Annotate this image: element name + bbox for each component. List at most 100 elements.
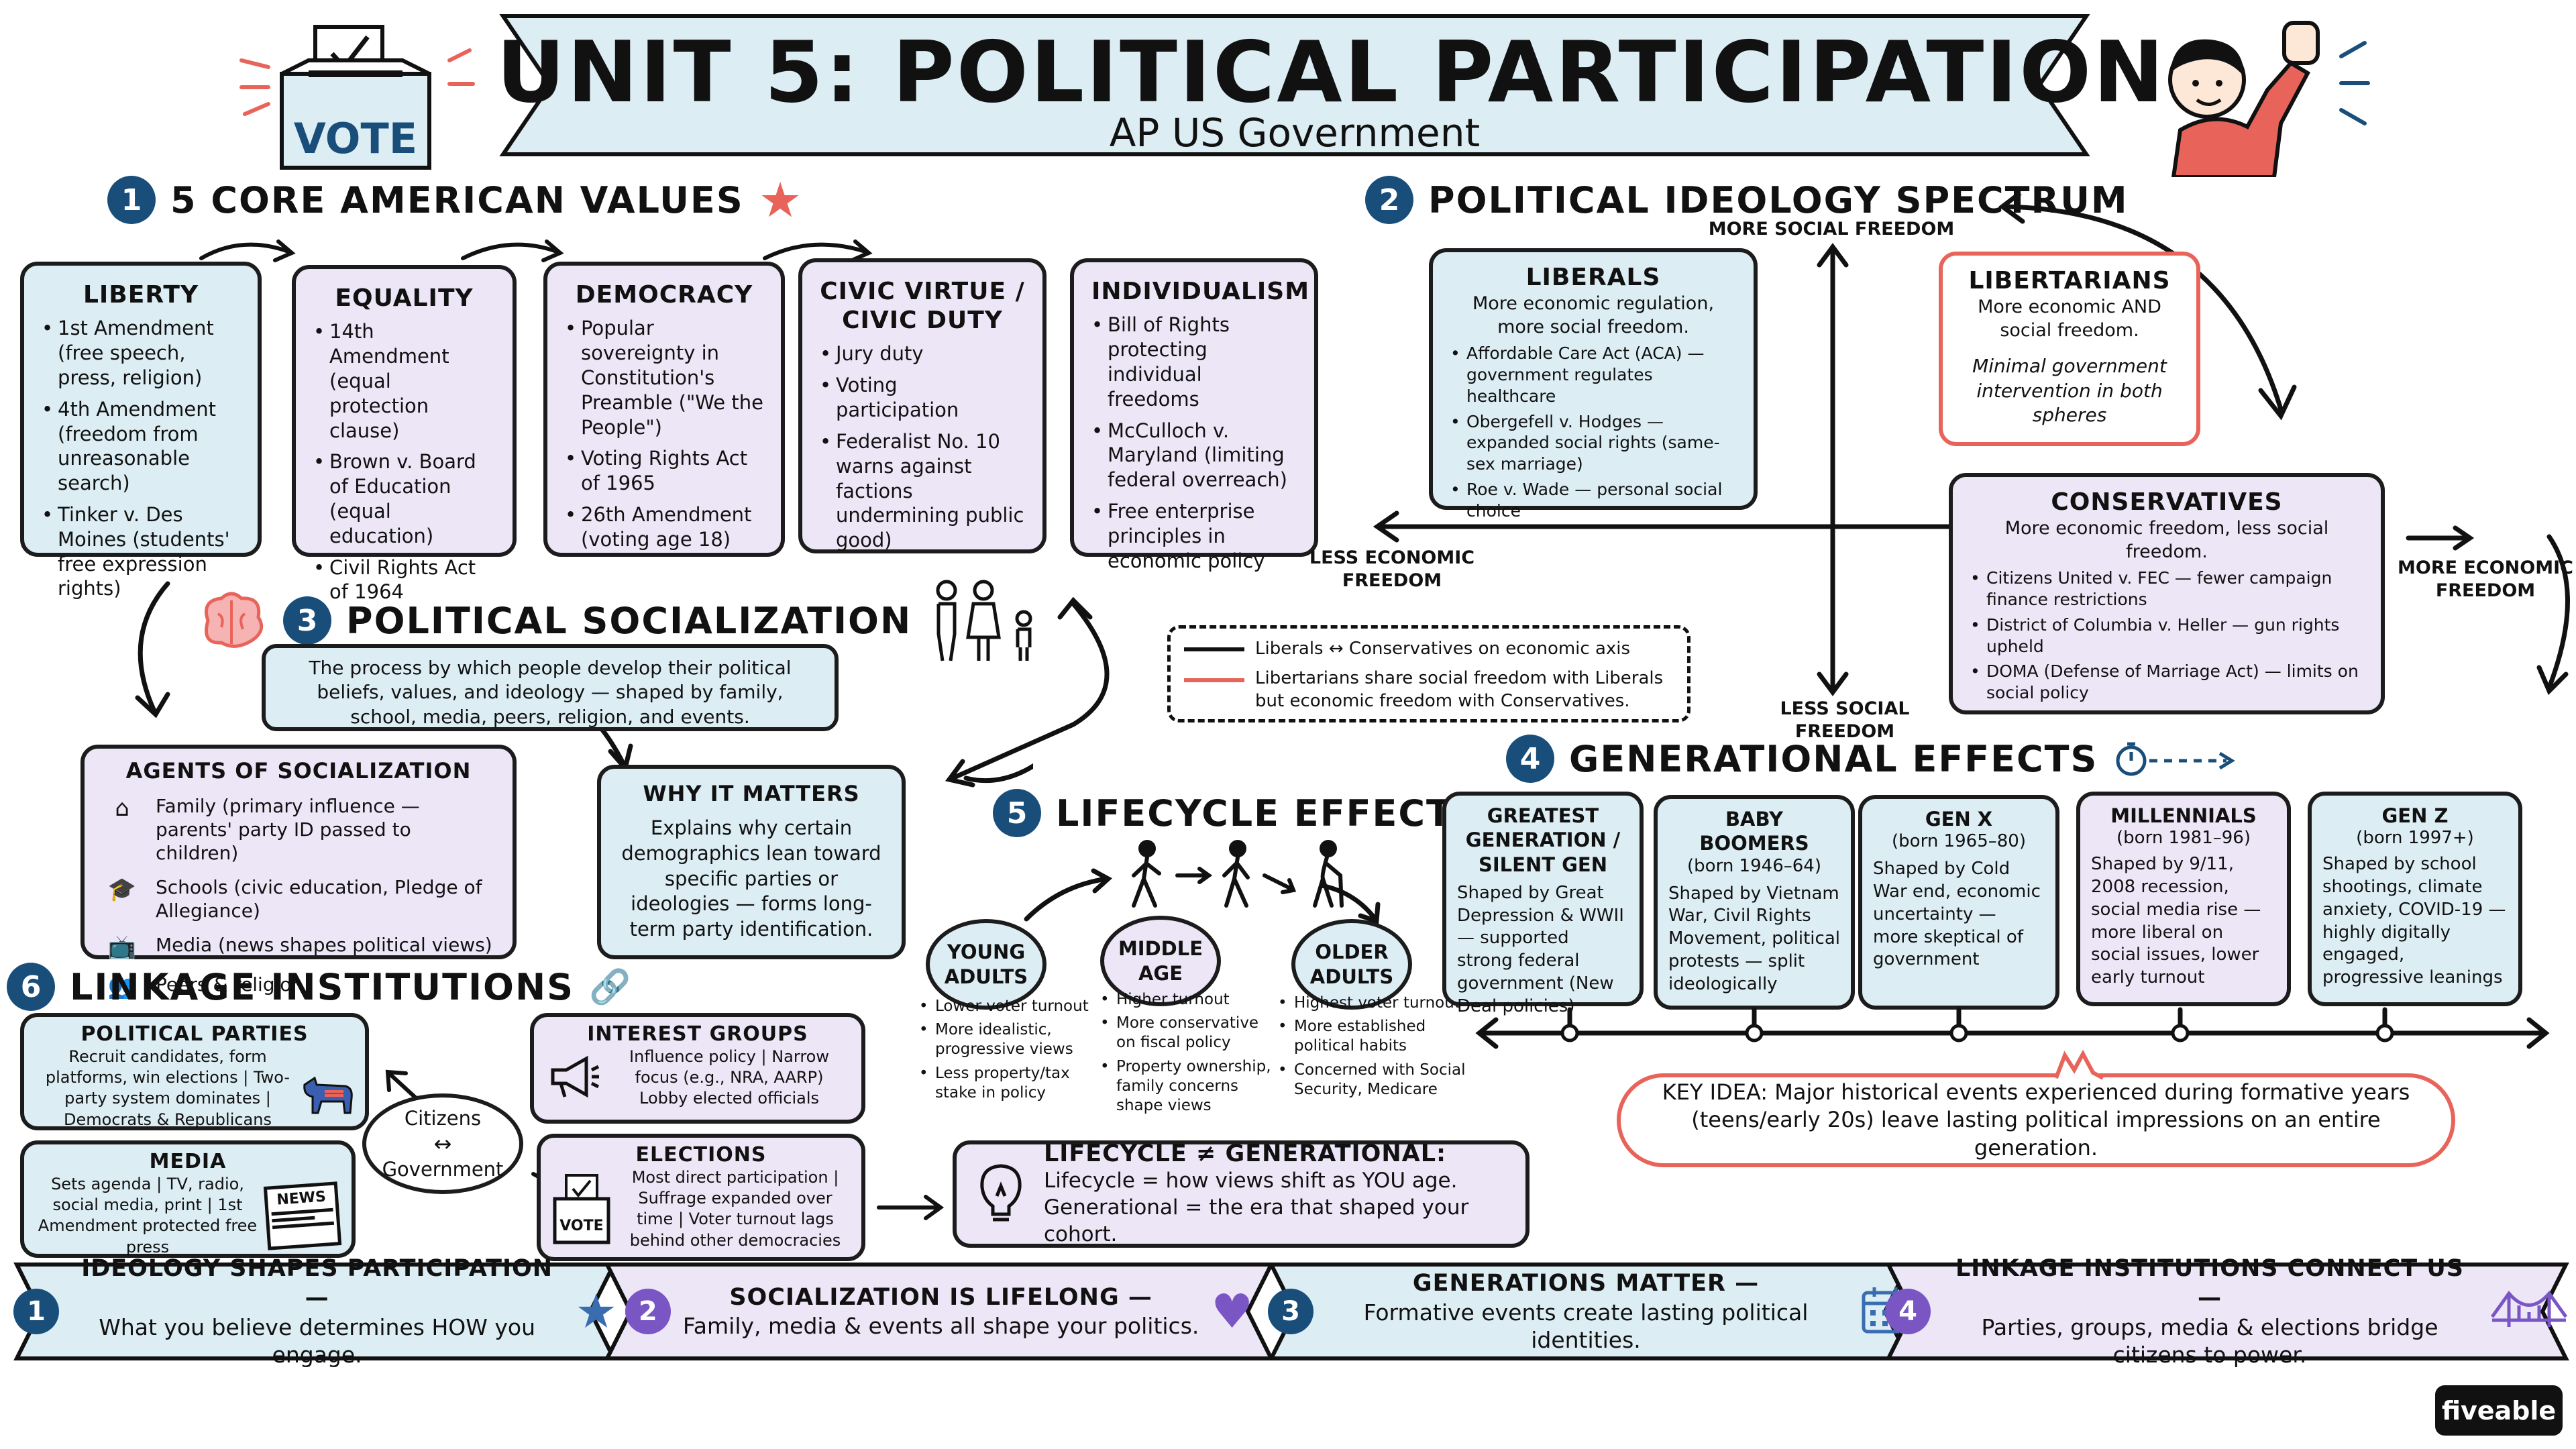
section-2-number: 2	[1365, 176, 1413, 224]
agent-text: Media (news shapes political views)	[156, 934, 492, 957]
legend-item: Libertarians share social freedom with L…	[1255, 667, 1664, 711]
takeaway-2: 2 SOCIALIZATION IS LIFELONG — Family, me…	[604, 1261, 1275, 1362]
linkage-card-elections: ELECTIONS VOTE Most direct participation…	[537, 1134, 865, 1261]
value-card-title: CIVIC VIRTUE / CIVIC DUTY	[820, 278, 1025, 335]
compare-line: Lifecycle = how views shift as YOU age.	[1044, 1168, 1458, 1193]
value-card-title: INDIVIDUALISM	[1091, 278, 1310, 305]
middle-age-list: Higher turnout More conservative on fisc…	[1100, 986, 1278, 1116]
value-card-equality: EQUALITY 14th Amendment (equal protectio…	[292, 265, 517, 603]
cross-section-arrow	[945, 596, 1110, 788]
value-card-liberty: LIBERTY 1st Amendment (free speech, pres…	[20, 262, 262, 600]
takeaway-text: Formative events create lasting politica…	[1363, 1299, 1809, 1353]
lifecycle-stage-young-adults: YOUNG ADULTS	[926, 919, 1046, 1010]
generation-card-millennials: MILLENNIALS (born 1981–96) Shaped by 9/1…	[2076, 792, 2291, 1006]
generation-years: (born 1946–64)	[1687, 855, 1821, 876]
value-arrows	[199, 239, 873, 262]
key-idea-callout: KEY IDEA: Major historical events experi…	[1617, 1073, 2455, 1167]
linkage-title: INTEREST GROUPS	[587, 1022, 808, 1046]
value-card-title: LIBERTY	[83, 281, 199, 309]
agent-media: 📺 Media (news shapes political views)	[101, 933, 496, 962]
brain-icon	[195, 590, 268, 651]
takeaway-4: 4 LINKAGE INSTITUTIONS CONNECT US — Part…	[1885, 1255, 2569, 1368]
generation-years: (born 1997+)	[2356, 828, 2474, 849]
stage-title: OLDER ADULTS	[1309, 941, 1394, 988]
news-label: NEWS	[276, 1188, 327, 1209]
takeaway-title: SOCIALIZATION IS LIFELONG —	[729, 1283, 1152, 1311]
linkage-text: Sets agenda | TV, radio, social media, p…	[38, 1175, 258, 1256]
center-text: Citizens	[404, 1106, 482, 1130]
takeaway-title: GENERATIONS MATTER —	[1412, 1269, 1760, 1297]
why-text: Explains why certain demographics lean t…	[621, 816, 881, 941]
stage-title: MIDDLE AGE	[1118, 937, 1203, 985]
brand-text: fiveable	[2441, 1395, 2557, 1426]
axis-label-top: MORE SOCIAL FREEDOM	[1708, 219, 1955, 239]
takeaway-number: 1	[13, 1289, 59, 1334]
ballot-vote-label: VOTE	[559, 1218, 604, 1235]
stage-item: Less property/tax stake in policy	[919, 1064, 1100, 1103]
stage-item: More conservative on fiscal policy	[1100, 1014, 1278, 1053]
agent-text: Schools (civic education, Pledge of Alle…	[156, 876, 482, 922]
value-card-item: 4th Amendment (freedom from unreasonable…	[42, 397, 240, 496]
section-3-header: 3 POLITICAL SOCIALIZATION	[195, 577, 1040, 664]
center-arrow: ↔	[433, 1131, 452, 1157]
page-subtitle: AP US Government	[1109, 110, 1481, 156]
takeaway-number: 4	[1885, 1289, 1931, 1334]
section-1-title: 5 CORE AMERICAN VALUES	[170, 178, 744, 221]
section-4-header: 4 GENERATIONAL EFFECTS	[1506, 735, 2240, 783]
section-5-number: 5	[993, 789, 1041, 837]
socialization-definition: The process by which people develop thei…	[262, 644, 839, 731]
value-card-item: Free enterprise principles in economic p…	[1091, 499, 1297, 573]
takeaway-1: 1 IDEOLOGY SHAPES PARTICIPATION — What y…	[13, 1255, 617, 1368]
section-6-title: LINKAGE INSTITUTIONS	[70, 965, 575, 1008]
young-adults-list: Lower voter turnout More idealistic, pro…	[919, 993, 1100, 1103]
section-3-title: POLITICAL SOCIALIZATION	[346, 599, 912, 642]
legend-line-red	[1184, 678, 1244, 682]
linkage-card-parties: POLITICAL PARTIES Recruit candidates, fo…	[20, 1013, 369, 1130]
generation-years: (born 1965–80)	[1892, 831, 2026, 852]
axis-label-left: LESS ECONOMIC FREEDOM	[1309, 547, 1475, 591]
section-3-number: 3	[283, 596, 331, 645]
value-card-item: 14th Amendment (equal protection clause)	[313, 319, 495, 443]
value-card-democracy: DEMOCRACY Popular sovereignty in Constit…	[543, 262, 785, 557]
ideology-card-title: LIBERALS	[1525, 264, 1661, 291]
axis-label-bottom: LESS SOCIAL FREEDOM	[1780, 698, 1910, 742]
legend-item: Liberals ↔ Conservatives on economic axi…	[1255, 639, 1631, 659]
takeaway-title: LINKAGE INSTITUTIONS CONNECT US —	[1955, 1255, 2464, 1311]
takeaway-title: IDEOLOGY SHAPES PARTICIPATION —	[81, 1255, 553, 1311]
generation-title: BABY BOOMERS	[1699, 808, 1809, 855]
graduation-cap-icon: 🎓	[107, 876, 137, 904]
lifecycle-vs-generational-card: LIFECYCLE ≠ GENERATIONAL: Lifecycle = ho…	[953, 1140, 1529, 1248]
value-card-item: 26th Amendment (voting age 18)	[565, 502, 763, 552]
newspaper-icon: NEWS	[263, 1181, 342, 1250]
citizens-government-center: Citizens ↔ Government	[362, 1093, 523, 1194]
linkage-text: Influence policy | Narrow focus (e.g., N…	[629, 1047, 829, 1108]
ideology-card-item: Obergefell v. Hodges — expanded social r…	[1450, 411, 1736, 475]
agents-of-socialization-card: AGENTS OF SOCIALIZATION ⌂ Family (primar…	[80, 745, 517, 1000]
linkage-text: Recruit candidates, form platforms, win …	[45, 1047, 290, 1129]
value-card-item: Voting participation	[820, 373, 1025, 423]
linkage-title: ELECTIONS	[635, 1143, 767, 1167]
vote-box-illustration: VOTE	[228, 13, 483, 174]
bridge-icon	[2489, 1287, 2569, 1336]
agent-family: ⌂ Family (primary influence — parents' p…	[101, 794, 496, 865]
value-card-item: McCulloch v. Maryland (limiting federal …	[1091, 419, 1297, 492]
title-banner: UNIT 5: POLITICAL PARTICIPATION AP US Go…	[496, 9, 2164, 161]
ideology-card-desc: More economic freedom, less social freed…	[2004, 518, 2329, 563]
center-text: Government	[382, 1158, 504, 1181]
stage-item: More established political habits	[1278, 1017, 1466, 1056]
ideology-card-title: CONSERVATIVES	[2051, 488, 2283, 516]
generation-title: GEN X	[1925, 808, 1993, 830]
why-it-matters-card: WHY IT MATTERS Explains why certain demo…	[597, 765, 906, 959]
section-4-title: GENERATIONAL EFFECTS	[1569, 737, 2098, 780]
value-card-item: Bill of Rights protecting individual fre…	[1091, 313, 1297, 411]
takeaway-text: Family, media & events all shape your po…	[682, 1313, 1199, 1340]
aging-figures-icon	[1114, 839, 1375, 912]
lightbulb-icon	[974, 1159, 1028, 1229]
value-card-item: 1st Amendment (free speech, press, relig…	[42, 316, 240, 390]
value-card-title: EQUALITY	[335, 284, 474, 312]
raised-fist-person-illustration	[2133, 9, 2375, 179]
agent-text: Family (primary influence — parents' par…	[156, 795, 420, 865]
generation-years: (born 1981–96)	[2116, 828, 2251, 849]
stage-item: Concerned with Social Security, Medicare	[1278, 1061, 1466, 1099]
ideology-legend: Liberals ↔ Conservatives on economic axi…	[1167, 625, 1690, 722]
